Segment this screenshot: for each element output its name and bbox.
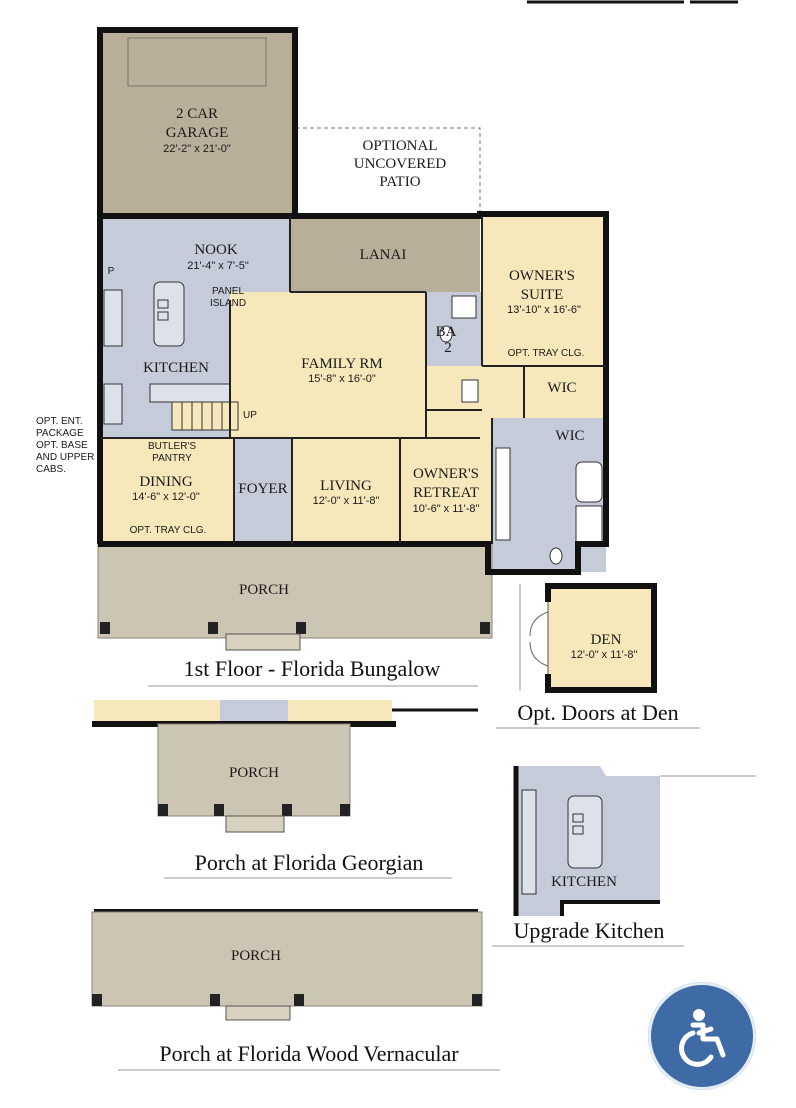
den-name: DEN — [591, 632, 622, 648]
bath-fixtures — [439, 295, 603, 565]
garage-name: 2 CAR — [176, 106, 218, 122]
patio-line-1: OPTIONAL — [363, 138, 438, 154]
porch-name: PORCH — [239, 582, 289, 598]
owners-retreat-fill — [400, 438, 492, 544]
dining-fill — [100, 438, 234, 544]
porch-fill — [97, 543, 493, 639]
butlers-pantry-2: PANTRY — [152, 453, 192, 464]
accessibility-button[interactable] — [648, 982, 756, 1090]
panel-island-1: PANEL — [212, 286, 244, 297]
owners-suite-dims: 13'-10" x 16'-6" — [507, 304, 581, 316]
dining-note: OPT. TRAY CLG. — [130, 525, 207, 536]
room-labels: 2 CAR GARAGE 22'-2" x 21'-0" OPTIONAL UN… — [36, 106, 585, 598]
garage-dims: 22'-2" x 21'-0" — [163, 143, 231, 155]
dining-name: DINING — [139, 474, 192, 490]
upgrade-kitchen-name: KITCHEN — [551, 874, 617, 890]
garage-name-2: GARAGE — [166, 125, 229, 141]
owners-retreat-name: OWNER'S — [413, 466, 479, 482]
caption-first-floor: 1st Floor - Florida Bungalow — [184, 656, 441, 681]
side-note-5: CABS. — [36, 464, 66, 475]
foyer-name: FOYER — [238, 481, 287, 497]
wic-1-name: WIC — [547, 380, 576, 396]
bath2-line-1: BA — [436, 324, 457, 340]
caption-upgrade-kitchen: Upgrade Kitchen — [514, 918, 665, 943]
side-note-1: OPT. ENT. — [36, 416, 83, 427]
accessibility-icon — [679, 1009, 726, 1067]
den-dims: 12'-0" x 11'-8" — [571, 649, 638, 661]
patio-line-3: PATIO — [379, 174, 420, 190]
porch-details — [100, 622, 490, 651]
side-note-2: PACKAGE — [36, 428, 84, 439]
family-dims: 15'-8" x 16'-0" — [308, 373, 376, 385]
kitchen-fixtures — [103, 281, 231, 425]
georgian-porch-detail: PORCH — [92, 700, 478, 833]
pantry-label: P — [108, 266, 115, 277]
butlers-pantry-1: BUTLER'S — [148, 441, 196, 452]
vernacular-porch-detail: PORCH — [91, 909, 483, 1021]
caption-vernacular: Porch at Florida Wood Vernacular — [159, 1041, 459, 1066]
owners-suite-note: OPT. TRAY CLG. — [508, 348, 585, 359]
family-fill — [230, 292, 426, 438]
caption-georgian: Porch at Florida Georgian — [195, 850, 424, 875]
lanai-fill — [290, 216, 480, 292]
garage-fill — [100, 30, 295, 216]
nook-dims: 21'-4" x 7'-5" — [187, 260, 249, 272]
owners-suite-fill — [482, 216, 606, 366]
living-name: LIVING — [320, 478, 372, 494]
dining-dims: 14'-6" x 12'-0" — [132, 491, 200, 503]
side-note-4: AND UPPER — [36, 452, 94, 463]
owners-suite-name-2: SUITE — [521, 287, 564, 303]
porch-vernacular-name: PORCH — [231, 948, 281, 964]
nook-name: NOOK — [194, 242, 237, 258]
upgrade-kitchen-detail: KITCHEN — [513, 766, 756, 916]
family-name: FAMILY RM — [301, 356, 382, 372]
owners-suite-name: OWNER'S — [509, 268, 575, 284]
stair-label: UP — [243, 410, 257, 421]
owners-retreat-name-2: RETREAT — [413, 485, 479, 501]
owners-retreat-dims: 10'-6" x 11'-8" — [413, 503, 480, 515]
walls — [97, 27, 609, 575]
patio-line-2: UNCOVERED — [354, 156, 447, 172]
porch-georgian-name: PORCH — [229, 765, 279, 781]
living-fill — [292, 438, 400, 544]
wic-2-name: WIC — [555, 428, 584, 444]
side-note-3: OPT. BASE — [36, 440, 88, 451]
den-detail: DEN 12'-0" x 11'-8" — [519, 583, 657, 693]
panel-island-2: ISLAND — [210, 298, 246, 309]
lanai-name: LANAI — [360, 247, 407, 263]
caption-den-doors: Opt. Doors at Den — [517, 700, 678, 725]
bath2-line-2: 2 — [444, 340, 452, 356]
kitchen-name: KITCHEN — [143, 360, 209, 376]
stair — [171, 401, 239, 431]
foyer-fill — [234, 438, 292, 544]
living-dims: 12'-0" x 11'-8" — [313, 495, 380, 507]
